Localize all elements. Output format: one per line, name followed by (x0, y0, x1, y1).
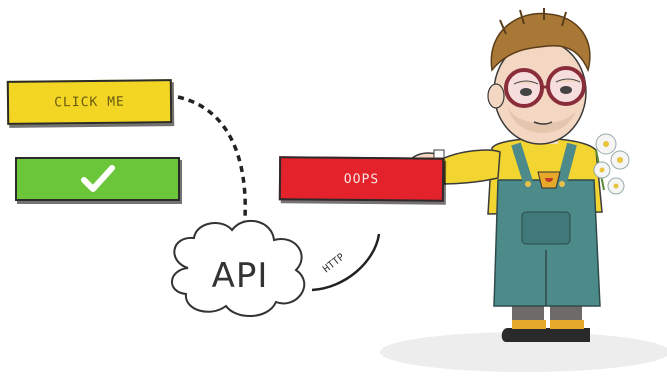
checkmark-icon (80, 165, 115, 192)
flower-bouquet (593, 133, 630, 195)
http-arrow (311, 233, 381, 292)
click-me-button[interactable]: CLICK ME (6, 79, 173, 125)
oops-label: OOPS (343, 171, 380, 187)
ground-shadow (380, 332, 667, 372)
oops-button[interactable]: OOPS (278, 156, 445, 202)
click-me-label: CLICK ME (54, 94, 125, 110)
api-cloud-label: API (211, 256, 269, 296)
success-button[interactable] (15, 157, 180, 201)
api-cloud-shape (171, 220, 306, 318)
dashed-connector (177, 95, 247, 233)
